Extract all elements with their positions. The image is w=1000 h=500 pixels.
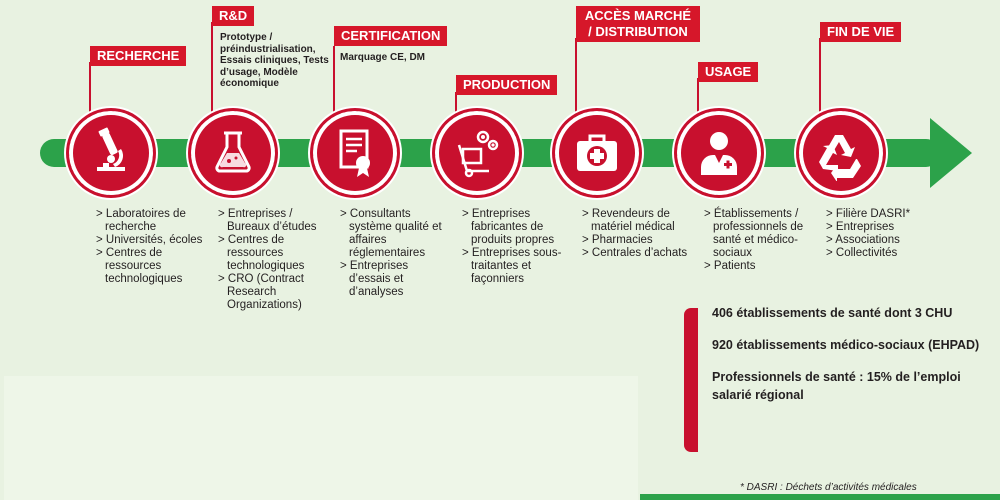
note-certification: Marquage CE, DM bbox=[340, 52, 426, 63]
list-fin-de-vie: Filière DASRI* Entreprises Associations … bbox=[826, 208, 936, 260]
stage-circle-rd bbox=[188, 108, 278, 198]
stat-professionnels: Professionnels de santé : 15% de l’emplo… bbox=[712, 370, 961, 402]
stats-block: 406 établissements de santé dont 3 CHU 9… bbox=[712, 304, 992, 418]
list-acces-marche: Revendeurs de matériel médical Pharmacie… bbox=[582, 208, 692, 260]
microscope-icon bbox=[97, 127, 125, 171]
list-item: Entreprises sous-traitantes et façonnier… bbox=[462, 247, 572, 286]
list-item: Revendeurs de matériel médical bbox=[582, 208, 692, 234]
stage-title-fin-de-vie: FIN DE VIE bbox=[820, 22, 902, 42]
note-rd: Prototype / préindustrialisation, Essais… bbox=[220, 32, 329, 89]
stage-title-certification: CERTIFICATION bbox=[334, 26, 448, 46]
stage-circle-recherche bbox=[66, 108, 156, 198]
list-item: Filière DASRI* bbox=[826, 208, 936, 221]
production-icon bbox=[457, 130, 499, 178]
list-recherche: Laboratoires de recherche Universités, é… bbox=[96, 208, 206, 286]
list-item: Pharmacies bbox=[582, 234, 692, 247]
flask-icon bbox=[215, 131, 251, 173]
list-item: Centres de ressources technologiques bbox=[96, 247, 206, 286]
list-item: Établissements / professionnels de santé… bbox=[704, 208, 816, 260]
list-item: Entreprises bbox=[826, 221, 936, 234]
connector-lines bbox=[89, 22, 821, 112]
list-item: Patients bbox=[704, 260, 816, 273]
stage-title-acces-marche: ACCÈS MARCHÉ / DISTRIBUTION bbox=[576, 6, 700, 42]
stat-etablissements-sante: 406 établissements de santé dont 3 CHU bbox=[712, 306, 953, 320]
list-item: Universités, écoles bbox=[96, 234, 206, 247]
list-item: Entreprises / Bureaux d’études bbox=[218, 208, 328, 234]
stage-circle-certification bbox=[310, 108, 400, 198]
footnote: * DASRI : Déchets d’activités médicales bbox=[740, 482, 917, 493]
list-item: Consultants système qualité et affaires … bbox=[340, 208, 450, 260]
list-certification: Consultants système qualité et affaires … bbox=[340, 208, 450, 299]
timeline-arrow-head bbox=[930, 118, 972, 188]
stage-circle-production bbox=[432, 108, 522, 198]
list-item: CRO (Contract Research Organizations) bbox=[218, 273, 328, 312]
list-item: Associations bbox=[826, 234, 936, 247]
certificate-icon bbox=[339, 129, 370, 177]
stage-title-usage: USAGE bbox=[698, 62, 759, 82]
stage-circle-usage bbox=[674, 108, 764, 198]
bottom-green-strip bbox=[640, 494, 1000, 500]
stage-circle-fin-de-vie bbox=[796, 108, 886, 198]
list-item: Laboratoires de recherche bbox=[96, 208, 206, 234]
stat-medico-sociaux: 920 établissements médico-sociaux (EHPAD… bbox=[712, 338, 980, 352]
list-item: Entreprises d’essais et d’analyses bbox=[340, 260, 450, 299]
recycle-icon bbox=[819, 135, 861, 181]
stage-title-production: PRODUCTION bbox=[456, 75, 558, 95]
stage-title-recherche: RECHERCHE bbox=[90, 46, 187, 66]
stage-title-rd: R&D bbox=[212, 6, 255, 26]
list-rd: Entreprises / Bureaux d’études Centres d… bbox=[218, 208, 328, 312]
bottom-panel bbox=[4, 376, 638, 500]
doctor-icon bbox=[701, 132, 737, 175]
list-item: Entreprises fabricantes de produits prop… bbox=[462, 208, 572, 247]
list-item: Centrales d’achats bbox=[582, 247, 692, 260]
list-production: Entreprises fabricantes de produits prop… bbox=[462, 208, 572, 286]
stage-circle-acces-marche bbox=[552, 108, 642, 198]
list-item: Centres de ressources technologiques bbox=[218, 234, 328, 273]
list-item: Collectivités bbox=[826, 247, 936, 260]
stats-accent-bar bbox=[684, 308, 698, 452]
medical-kit-icon bbox=[577, 134, 617, 171]
list-usage: Établissements / professionnels de santé… bbox=[704, 208, 816, 273]
